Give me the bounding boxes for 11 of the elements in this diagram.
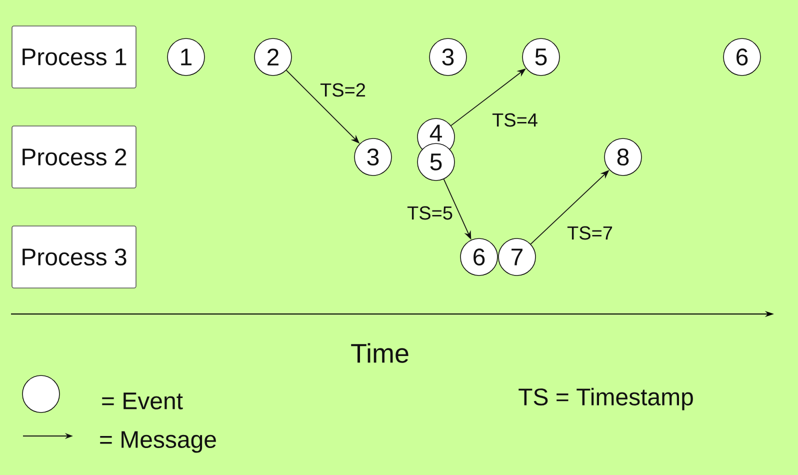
legend-text: = Event <box>102 392 183 410</box>
axis-label: Time <box>351 343 408 363</box>
process-box: Process 1 <box>12 26 136 88</box>
edge-label: TS=2 <box>319 82 367 98</box>
note-text: TS = Timestamp <box>518 388 693 410</box>
edge-label: TS=5 <box>406 205 454 221</box>
edge-label: TS=7 <box>566 225 614 241</box>
edge-label: TS=4 <box>491 112 539 128</box>
process-box: Process 2 <box>12 126 136 188</box>
legend-text: = Message <box>100 431 216 453</box>
process-box: Process 3 <box>12 226 136 288</box>
